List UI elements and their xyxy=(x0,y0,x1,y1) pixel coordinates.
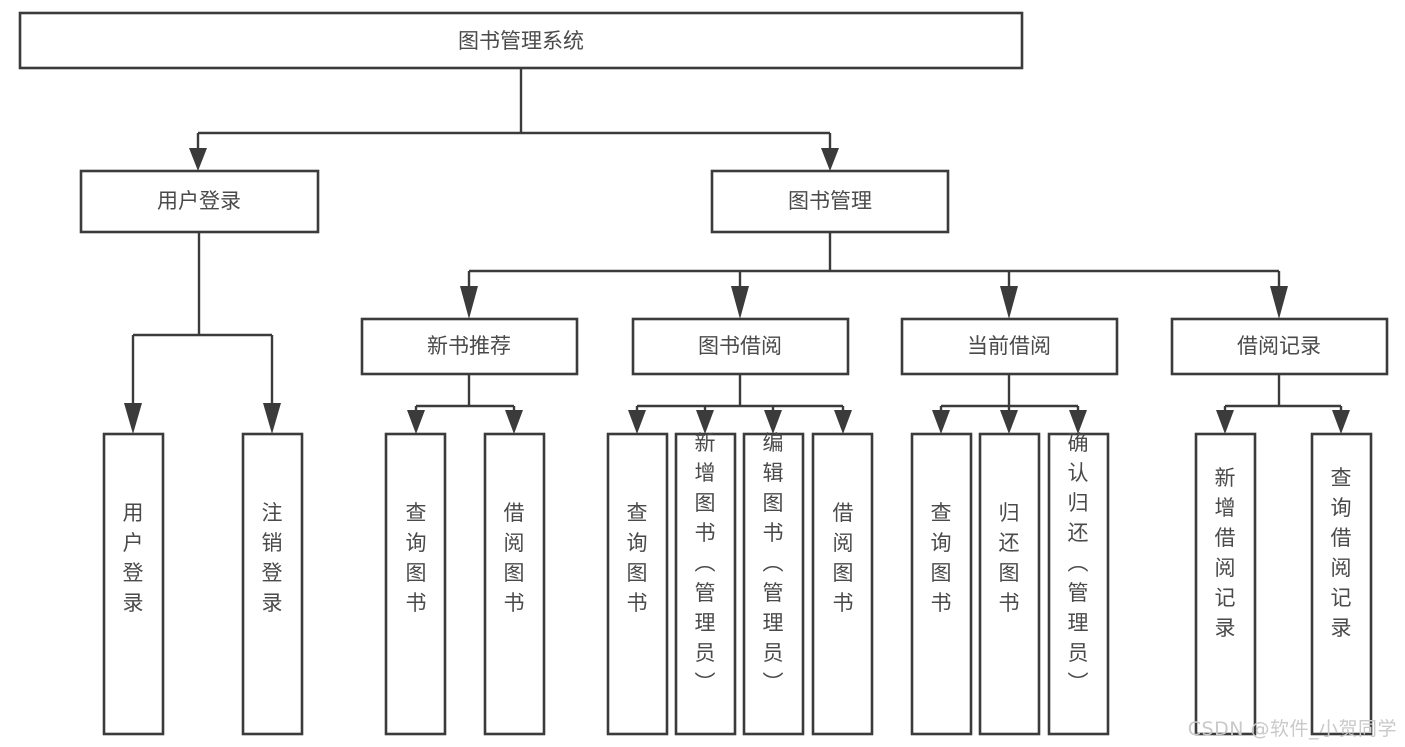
arrow-head-icon xyxy=(1216,410,1234,434)
leaf-box xyxy=(483,432,546,736)
connector-borrow-record-to-leaves xyxy=(1216,374,1350,434)
node-borrow-record-box xyxy=(1170,317,1389,376)
node-book-borrow-label: 图书借阅 xyxy=(698,334,782,358)
arrow-head-icon xyxy=(1000,286,1018,319)
node-new-book-recommend-box xyxy=(360,317,579,376)
node-new-book-recommend[interactable]: 新书推荐 xyxy=(360,317,579,376)
leaf-box xyxy=(102,432,165,736)
node-book-management[interactable]: 图书管理 xyxy=(710,169,950,234)
arrow-head-icon xyxy=(263,403,281,434)
leaf-box xyxy=(241,432,304,736)
leaf-box xyxy=(978,432,1041,736)
node-user-login[interactable]: 用户登录 xyxy=(79,169,320,234)
connector-user-login-to-leaves xyxy=(124,232,281,434)
leaf-label: 借阅图书 xyxy=(504,501,525,615)
leaf-node-return-books[interactable]: 归还图书 xyxy=(978,432,1041,736)
node-book-borrow[interactable]: 图书借阅 xyxy=(631,317,850,376)
connector-current-borrow-to-leaves xyxy=(932,374,1087,434)
node-book-borrow-box xyxy=(631,317,850,376)
leaf-box xyxy=(910,432,973,736)
leaf-box xyxy=(811,432,874,736)
arrow-head-icon xyxy=(764,410,782,434)
leaf-label: 确认归还︵管理员︶ xyxy=(1068,431,1089,695)
node-root-book-management-system[interactable]: 图书管理系统 xyxy=(18,11,1024,70)
arrow-head-icon xyxy=(189,148,207,171)
leaf-node-borrow-books[interactable]: 借阅图书 xyxy=(811,432,874,736)
node-book-management-label: 图书管理 xyxy=(788,189,872,213)
node-current-borrow-label: 当前借阅 xyxy=(967,334,1051,358)
leaf-node-query-books-recommend[interactable]: 查询图书 xyxy=(384,432,447,736)
connector-book-borrow-to-leaves xyxy=(628,374,852,434)
node-current-borrow[interactable]: 当前借阅 xyxy=(900,317,1119,376)
arrow-head-icon xyxy=(696,410,714,434)
leaf-node-add-book-admin[interactable]: 新增图书︵管理员︶ xyxy=(674,431,737,736)
leaf-node-borrow-books-recommend[interactable]: 借阅图书 xyxy=(483,432,546,736)
csdn-watermark: CSDN @软件_小贺同学 xyxy=(1187,718,1397,740)
node-borrow-record[interactable]: 借阅记录 xyxy=(1170,317,1389,376)
arrow-head-icon xyxy=(1000,410,1018,434)
leaf-box xyxy=(384,432,447,736)
node-user-login-label: 用户登录 xyxy=(157,189,241,213)
leaf-label: 用户登录 xyxy=(123,501,144,615)
leaf-label: 查询图书 xyxy=(627,501,648,615)
leaf-node-edit-book-admin[interactable]: 编辑图书︵管理员︶ xyxy=(742,431,805,736)
arrow-head-icon xyxy=(731,286,749,319)
leaf-label: 新增借阅记录 xyxy=(1215,466,1236,640)
node-root-label: 图书管理系统 xyxy=(458,29,584,53)
node-root-box xyxy=(18,11,1024,70)
leaf-node-user-login[interactable]: 用户登录 xyxy=(102,432,165,736)
leaf-node-logout[interactable]: 注销登录 xyxy=(241,432,304,736)
arrow-head-icon xyxy=(821,148,839,171)
leaf-label: 归还图书 xyxy=(999,501,1020,615)
leaf-label: 查询图书 xyxy=(406,501,427,615)
node-borrow-record-label: 借阅记录 xyxy=(1237,334,1321,358)
leaf-node-query-borrow-record[interactable]: 查询借阅记录 xyxy=(1310,432,1373,736)
node-user-login-box xyxy=(79,169,320,234)
arrow-head-icon xyxy=(834,410,852,434)
leaf-label: 查询图书 xyxy=(931,501,952,615)
leaf-box xyxy=(674,432,737,736)
arrow-head-icon xyxy=(505,410,523,434)
arrow-head-icon xyxy=(124,403,142,434)
leaf-label: 注销登录 xyxy=(262,501,283,615)
leaf-label: 查询借阅记录 xyxy=(1331,466,1352,640)
leaf-box xyxy=(742,432,805,736)
connector-new-book-to-leaves xyxy=(407,374,523,434)
connector-book-management-to-level3 xyxy=(460,232,1288,319)
arrow-head-icon xyxy=(1270,286,1288,319)
node-book-management-box xyxy=(710,169,950,234)
arrow-head-icon xyxy=(932,410,950,434)
arrow-head-icon xyxy=(1332,410,1350,434)
leaf-node-confirm-return-admin[interactable]: 确认归还︵管理员︶ xyxy=(1047,431,1110,736)
leaf-node-query-books-borrow[interactable]: 查询图书 xyxy=(606,432,669,736)
node-current-borrow-box xyxy=(900,317,1119,376)
leaf-node-add-borrow-record[interactable]: 新增借阅记录 xyxy=(1194,432,1257,736)
arrow-head-icon xyxy=(407,410,425,434)
leaf-box xyxy=(1310,432,1373,736)
connector-root-to-level2 xyxy=(189,68,839,171)
leaf-label: 新增图书︵管理员︶ xyxy=(695,431,716,695)
leaf-label: 借阅图书 xyxy=(833,501,854,615)
arrow-head-icon xyxy=(628,410,646,434)
leaf-box xyxy=(1047,432,1110,736)
arrow-head-icon xyxy=(460,286,478,319)
leaf-node-query-books-current[interactable]: 查询图书 xyxy=(910,432,973,736)
leaf-label: 编辑图书︵管理员︶ xyxy=(763,431,784,695)
leaf-box xyxy=(606,432,669,736)
leaf-box xyxy=(1194,432,1257,736)
node-new-book-recommend-label: 新书推荐 xyxy=(427,334,511,358)
arrow-head-icon xyxy=(1069,410,1087,434)
